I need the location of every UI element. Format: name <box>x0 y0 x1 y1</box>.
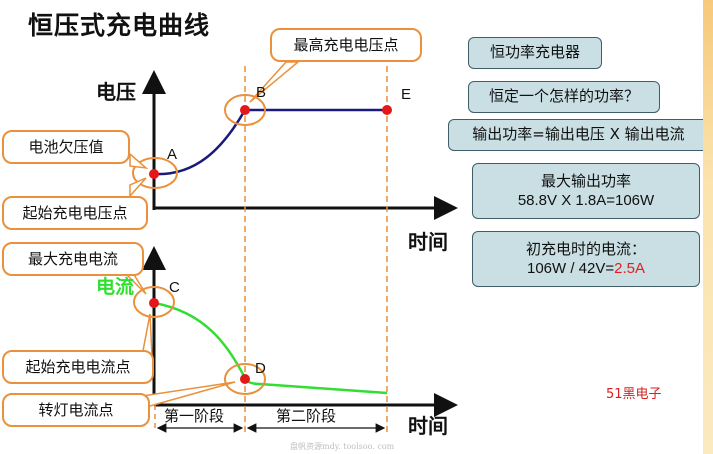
charger-type-box: 恒功率充电器 <box>468 37 602 69</box>
point-c-ring <box>133 286 175 318</box>
point-c-marker <box>149 298 159 308</box>
start-voltage-callout: 起始充电电压点 <box>2 196 148 230</box>
point-b-ring <box>224 94 266 126</box>
point-d-label: D <box>255 360 266 377</box>
initial-current-title: 初充电时的电流： <box>525 239 646 258</box>
phase-1-label: 第一阶段 <box>164 407 225 425</box>
question-box: 恒定一个怎样的功率？ <box>468 81 660 113</box>
initial-current-result: 2.5A <box>614 260 645 277</box>
max-voltage-pointer <box>249 61 301 103</box>
max-power-box: 最大输出功率 58.8V X 1.8A=106W <box>472 163 700 219</box>
current-curve <box>153 301 388 395</box>
point-a-ring <box>132 157 178 189</box>
time-axis-label-top: 时间 <box>408 230 448 254</box>
point-d-ring <box>224 363 266 395</box>
start-voltage-pointer <box>129 177 147 198</box>
initial-current-line: 106W / 42V=2.5A <box>527 259 645 279</box>
point-e-label: E <box>401 86 412 103</box>
footer-watermark: 盘帆资源mdy. toolsoo. com <box>290 442 395 451</box>
question-text: 恒定一个怎样的功率？ <box>488 87 639 106</box>
time-axis-label-bottom: 时间 <box>408 414 448 438</box>
switch-light-pointer <box>140 381 236 407</box>
point-b-marker <box>240 105 250 115</box>
voltage-axis-label: 电压 <box>96 80 136 104</box>
page-title: 恒压式充电曲线 <box>28 11 211 40</box>
formula-text: 输出功率=输出电压 X 输出电流 <box>472 125 685 144</box>
point-b-label: B <box>256 84 267 101</box>
point-c-label: C <box>169 279 180 296</box>
max-power-value: 58.8V X 1.8A=106W <box>517 192 655 209</box>
point-d-marker <box>240 374 250 384</box>
formula-box: 输出功率=输出电压 X 输出电流 <box>448 119 709 151</box>
voltage-curve <box>153 108 387 176</box>
decorative-side-bar <box>703 0 713 454</box>
point-e-marker <box>382 105 392 115</box>
undervoltage-callout: 电池欠压值 <box>2 130 130 164</box>
point-a-label: A <box>167 146 178 163</box>
undervoltage-pointer <box>129 152 149 170</box>
watermark-text: 51黑电子 <box>606 387 662 402</box>
charger-type-text: 恒功率充电器 <box>489 43 580 62</box>
max-current-callout: 最大充电电流 <box>2 242 144 276</box>
initial-current-calc: 106W / 42V= <box>527 260 615 277</box>
initial-current-box: 初充电时的电流： 106W / 42V=2.5A <box>472 231 700 287</box>
max-power-title: 最大输出功率 <box>540 171 631 190</box>
phase-2-label: 第二阶段 <box>276 407 337 425</box>
point-a-marker <box>149 169 159 179</box>
current-axis-label: 电流 <box>96 276 135 298</box>
switch-light-callout: 转灯电流点 <box>2 393 150 427</box>
max-voltage-callout: 最高充电电压点 <box>270 28 422 62</box>
start-current-callout: 起始充电电流点 <box>2 350 154 384</box>
